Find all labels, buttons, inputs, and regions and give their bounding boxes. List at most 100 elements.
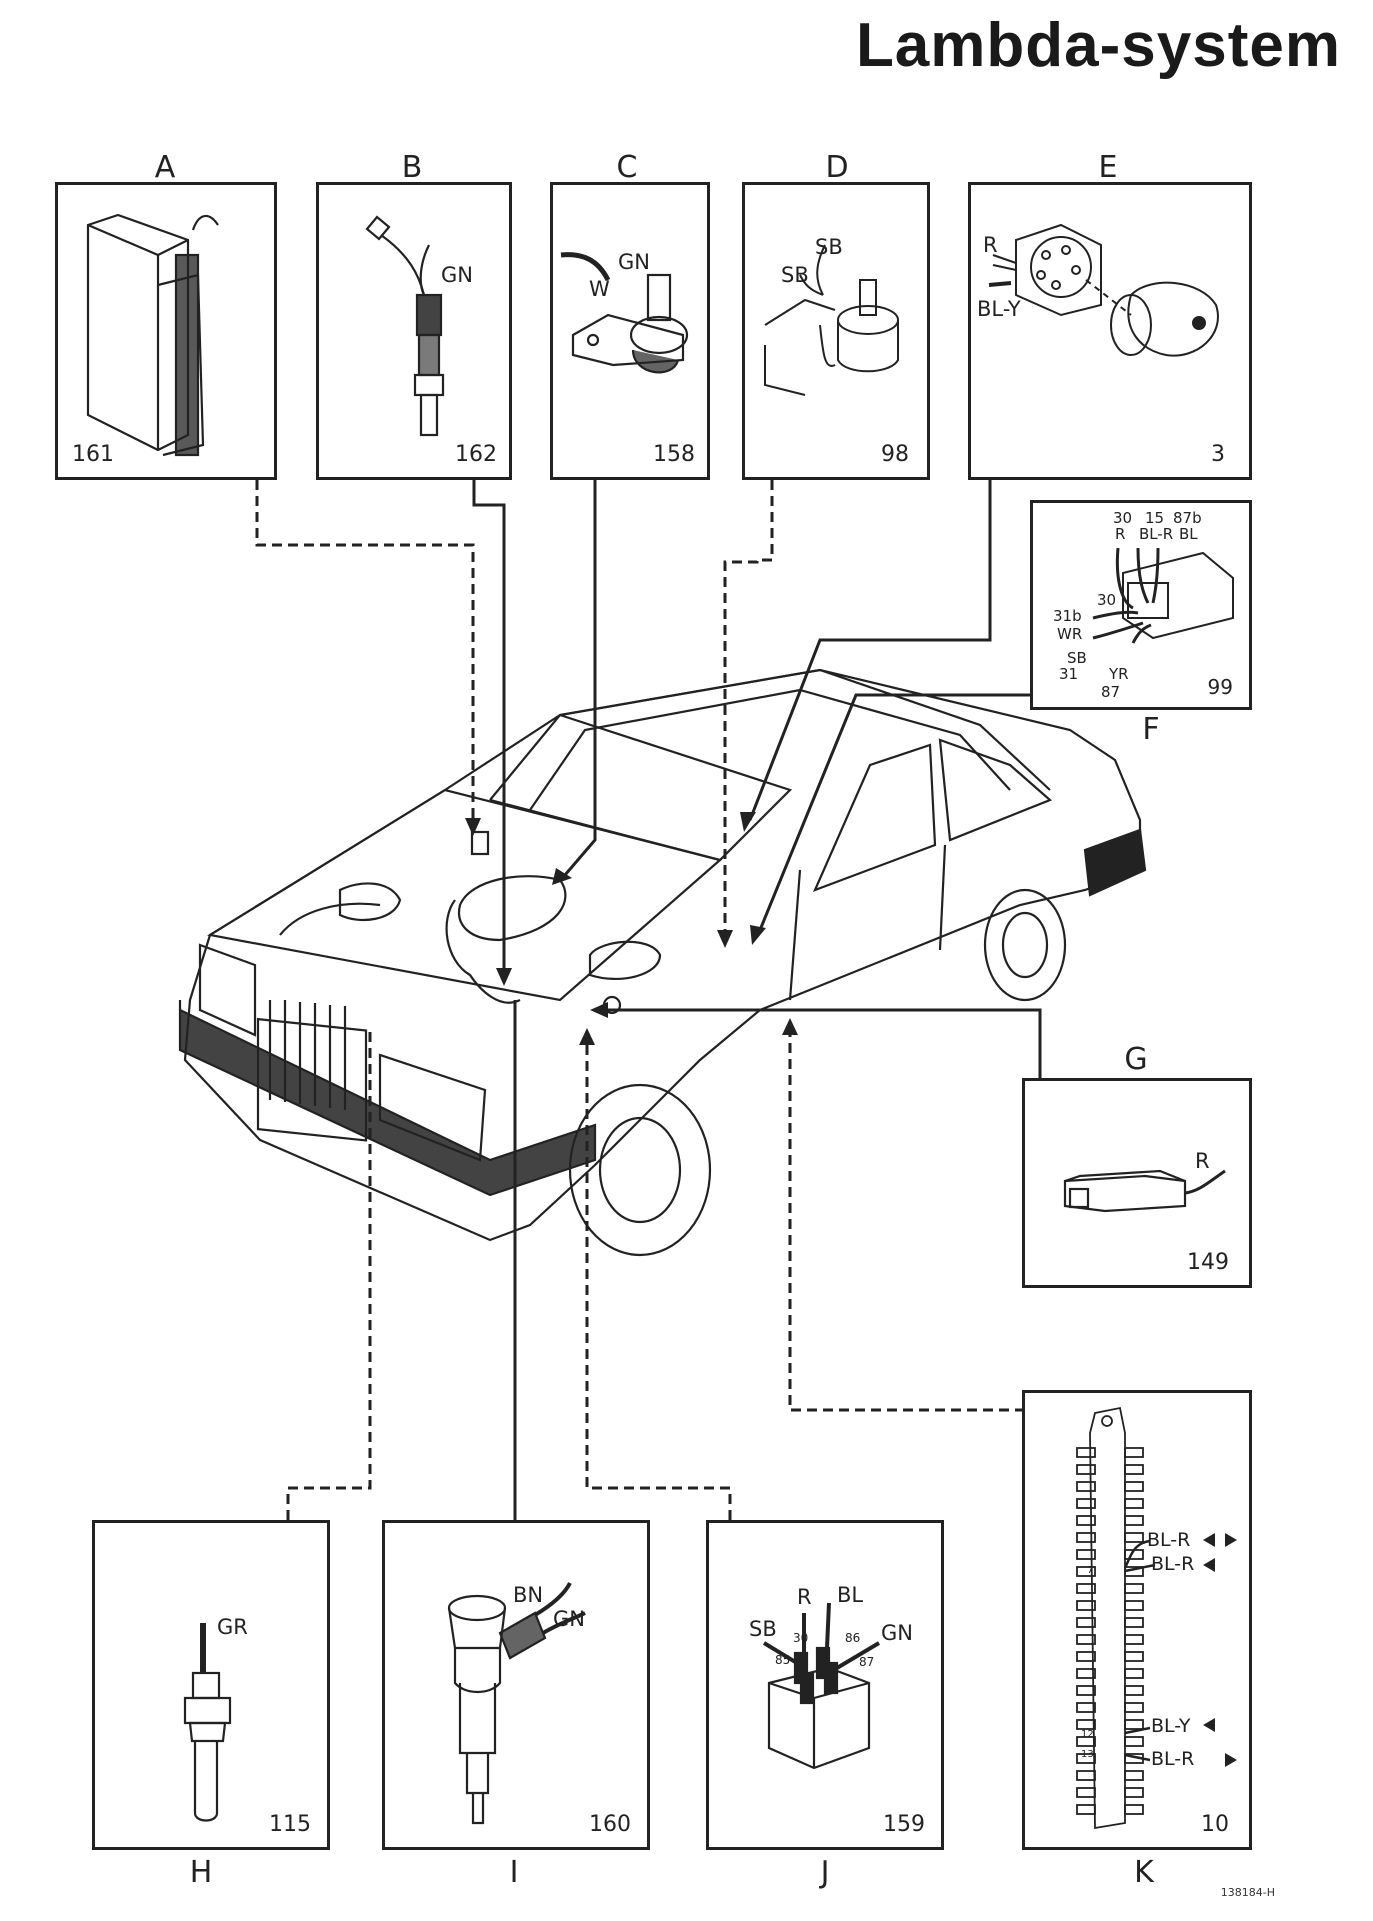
- panel-f-relay-connector: 30 15 87b R BL-R BL 30 31b WR SB 31 YR 8…: [1030, 500, 1252, 710]
- footer-code: 138184-H: [1220, 1886, 1275, 1899]
- throttle-switch-icon: [560, 252, 689, 374]
- connector-b: [472, 480, 506, 970]
- wire-label-gr: GR: [217, 1615, 248, 1639]
- wire-label-r: R: [983, 233, 998, 257]
- pin-label-13: 13: [1081, 1749, 1094, 1760]
- pin-label-86: 86: [845, 1631, 861, 1645]
- wire-label-bl: BL: [837, 1583, 864, 1607]
- wire-label-sb: SB: [749, 1617, 777, 1641]
- car-illustration: [178, 668, 1147, 1257]
- pin-label-30-side: 30: [1097, 591, 1117, 609]
- wire-label-bl-y: BL-Y: [1151, 1715, 1191, 1737]
- panel-e-letter: E: [1098, 150, 1118, 185]
- arrow-d: [717, 930, 733, 948]
- panel-i-frequency-valve: BN GN 160: [382, 1520, 650, 1850]
- wire-label-w: W: [589, 277, 610, 301]
- connector-g: [605, 1008, 1042, 1078]
- wire-label-bl-r-3: BL-R: [1151, 1748, 1195, 1770]
- panel-h-number: 115: [269, 1812, 311, 1837]
- pin-label-7: 7: [1087, 1565, 1094, 1576]
- wire-label-sb: SB: [1067, 649, 1087, 667]
- wire-label-yr: YR: [1109, 665, 1129, 683]
- pin-label-12: 12: [1081, 1729, 1094, 1740]
- panel-h-temperature-sensor: GR 115: [92, 1520, 330, 1850]
- wire-label-gn: GN: [441, 263, 473, 287]
- pin-label-15: 15: [1145, 509, 1165, 527]
- panel-b-letter: B: [401, 150, 423, 185]
- panel-k-letter: K: [1134, 1855, 1154, 1890]
- panel-a-number: 161: [72, 442, 114, 467]
- panel-b-number: 162: [455, 442, 497, 467]
- pin-label-87b: 87b: [1173, 509, 1202, 527]
- pin-label-85: 85: [775, 1653, 791, 1667]
- page-title: Lambda-system: [855, 11, 1341, 80]
- pin-label-31: 31: [1059, 665, 1079, 683]
- test-connector-icon: [1063, 1169, 1226, 1213]
- pin-label-87: 87: [1101, 683, 1121, 701]
- pin-label-87: 87: [859, 1655, 875, 1669]
- panel-c-throttle-switch: GN W 158: [550, 182, 710, 480]
- arrow-f: [750, 925, 766, 945]
- relay-connector-icon: [1092, 547, 1234, 644]
- connector-c: [563, 480, 597, 876]
- wire-label-gn: GN: [881, 1621, 913, 1645]
- panel-a-ecu: 161: [55, 182, 277, 480]
- panel-k-fuse-box: BL-R BL-R BL-Y BL-R 7 12 13 10: [1022, 1390, 1252, 1850]
- panel-e-ignition-switch: R BL-Y 3: [968, 182, 1252, 480]
- connector-j: [585, 1040, 732, 1520]
- arrow-j: [579, 1028, 595, 1045]
- arrow-b: [496, 968, 512, 986]
- arrow-e: [740, 812, 756, 832]
- panel-d-number: 98: [881, 442, 909, 467]
- temperature-sensor-icon: [183, 1623, 232, 1822]
- wire-label-sb: SB: [815, 235, 843, 259]
- panel-g-letter: G: [1124, 1042, 1148, 1077]
- arrow-k: [782, 1018, 798, 1035]
- wire-label-wr: WR: [1057, 625, 1083, 643]
- panel-f-letter: F: [1142, 712, 1160, 747]
- connector-k: [788, 1030, 1025, 1412]
- wire-label-bl-r-2: BL-R: [1151, 1553, 1195, 1575]
- panel-k-number: 10: [1201, 1812, 1229, 1837]
- pin-label-31b: 31b: [1053, 607, 1082, 625]
- panel-e-number: 3: [1211, 442, 1225, 467]
- connector-d: [723, 480, 774, 935]
- panel-g-test-connector: R 149: [1022, 1078, 1252, 1288]
- panel-g-number: 149: [1187, 1250, 1229, 1275]
- panel-c-letter: C: [616, 150, 638, 185]
- panel-a-letter: A: [154, 150, 176, 185]
- wire-label-bl-y: BL-Y: [977, 297, 1021, 321]
- wire-label-r: R: [1115, 525, 1126, 543]
- panel-b-lambda-sensor: GN 162: [316, 182, 512, 480]
- panel-i-number: 160: [589, 1812, 631, 1837]
- connector-f: [758, 693, 1030, 931]
- panel-d-letter: D: [825, 150, 849, 185]
- wire-label-bl-r: BL-R: [1139, 525, 1174, 543]
- oxygen-sensor-icon: [365, 215, 445, 437]
- wire-label-bn: BN: [513, 1583, 544, 1607]
- panel-i-letter: I: [509, 1855, 519, 1890]
- ecu-icon: [86, 213, 219, 457]
- panel-f-number: 99: [1207, 675, 1233, 699]
- panel-j-system-relay: SB R BL GN 30 86 85 87 159: [706, 1520, 944, 1850]
- connector-a: [255, 480, 475, 820]
- frequency-valve-icon: [447, 1582, 586, 1825]
- panel-d-thermal-switch: SB SB 98: [742, 182, 930, 480]
- system-relay-icon: [762, 1602, 881, 1770]
- wire-label-bl-r: BL-R: [1147, 1529, 1191, 1551]
- arrow-c: [552, 868, 572, 885]
- wire-label-r: R: [797, 1585, 812, 1609]
- arrow-a: [465, 818, 481, 836]
- fuse-box-icon: [1076, 1406, 1237, 1830]
- pin-label-30: 30: [793, 1631, 809, 1645]
- wire-label-r: R: [1195, 1149, 1210, 1173]
- wire-label-bl: BL: [1179, 525, 1198, 543]
- connector-h: [286, 1030, 372, 1520]
- wire-label-gn: GN: [553, 1607, 585, 1631]
- panel-j-number: 159: [883, 1812, 925, 1837]
- ignition-switch-icon: [988, 223, 1219, 357]
- pin-label-30: 30: [1113, 509, 1133, 527]
- panel-h-letter: H: [189, 1855, 213, 1890]
- connector-e: [748, 480, 992, 821]
